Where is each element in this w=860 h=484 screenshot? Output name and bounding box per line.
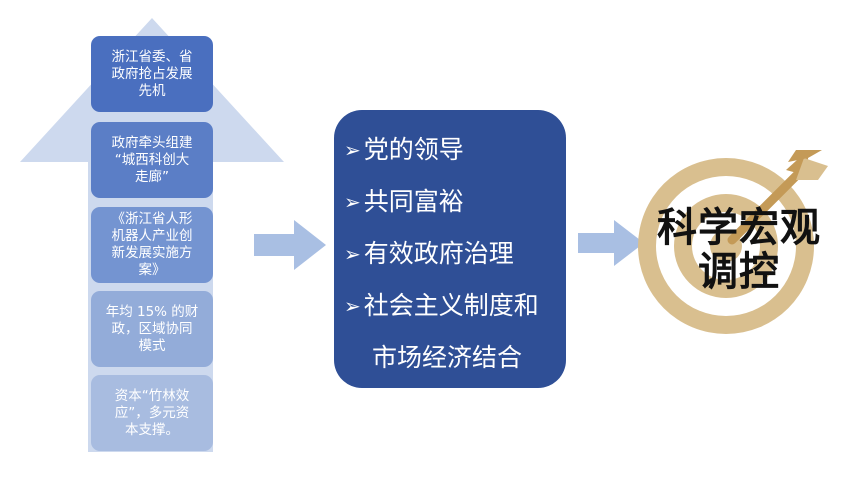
bullet-text: 市场经济结合	[372, 343, 523, 372]
flow-step-3: 《浙江省人形 机器人产业创 新发展实施方 案》	[91, 207, 213, 283]
bullet-text: 有效政府治理	[363, 239, 514, 268]
flow-step-4: 年均 15% 的财 政，区域协同 模式	[91, 291, 213, 367]
target-title: 科学宏观 调控	[648, 206, 830, 294]
flow-step-4-text: 年均 15% 的财 政，区域协同 模式	[105, 303, 199, 354]
target-title-line1: 科学宏观	[657, 204, 821, 251]
flow-step-5: 资本“竹林效 应”，多元资 本支撑。	[91, 375, 213, 451]
bullet-text: 共同富裕	[363, 187, 464, 216]
bullet-item: ➢社会主义制度和	[344, 280, 566, 332]
flow-step-5-text: 资本“竹林效 应”，多元资 本支撑。	[114, 387, 190, 438]
flow-step-2: 政府牵头组建 “城西科创大 走廊”	[91, 122, 213, 198]
bullet-arrow-icon: ➢	[344, 242, 361, 266]
flow-step-2-text: 政府牵头组建 “城西科创大 走廊”	[111, 134, 193, 185]
bullet-arrow-icon: ➢	[344, 190, 361, 214]
flow-step-3-text: 《浙江省人形 机器人产业创 新发展实施方 案》	[111, 211, 193, 278]
target-title-line2: 调控	[698, 248, 780, 295]
flow-step-1: 浙江省委、省 政府抢占发展 先机	[91, 36, 213, 112]
bullet-item: ➢党的领导	[344, 124, 566, 176]
flow-step-1-text: 浙江省委、省 政府抢占发展 先机	[111, 48, 193, 99]
target-icon	[638, 150, 828, 334]
right-arrow-icon	[578, 220, 644, 266]
bullet-item: ➢有效政府治理	[344, 228, 566, 280]
bullet-arrow-icon: ➢	[344, 294, 361, 318]
bullet-continuation: 市场经济结合	[344, 332, 566, 383]
bullet-text: 党的领导	[363, 135, 464, 164]
bullet-arrow-icon: ➢	[344, 138, 361, 162]
bullet-text: 社会主义制度和	[363, 291, 539, 320]
core-factors-box: ➢党的领导 ➢共同富裕 ➢有效政府治理 ➢社会主义制度和 市场经济结合	[334, 110, 566, 388]
right-arrow-icon	[254, 220, 326, 270]
bullet-item: ➢共同富裕	[344, 176, 566, 228]
